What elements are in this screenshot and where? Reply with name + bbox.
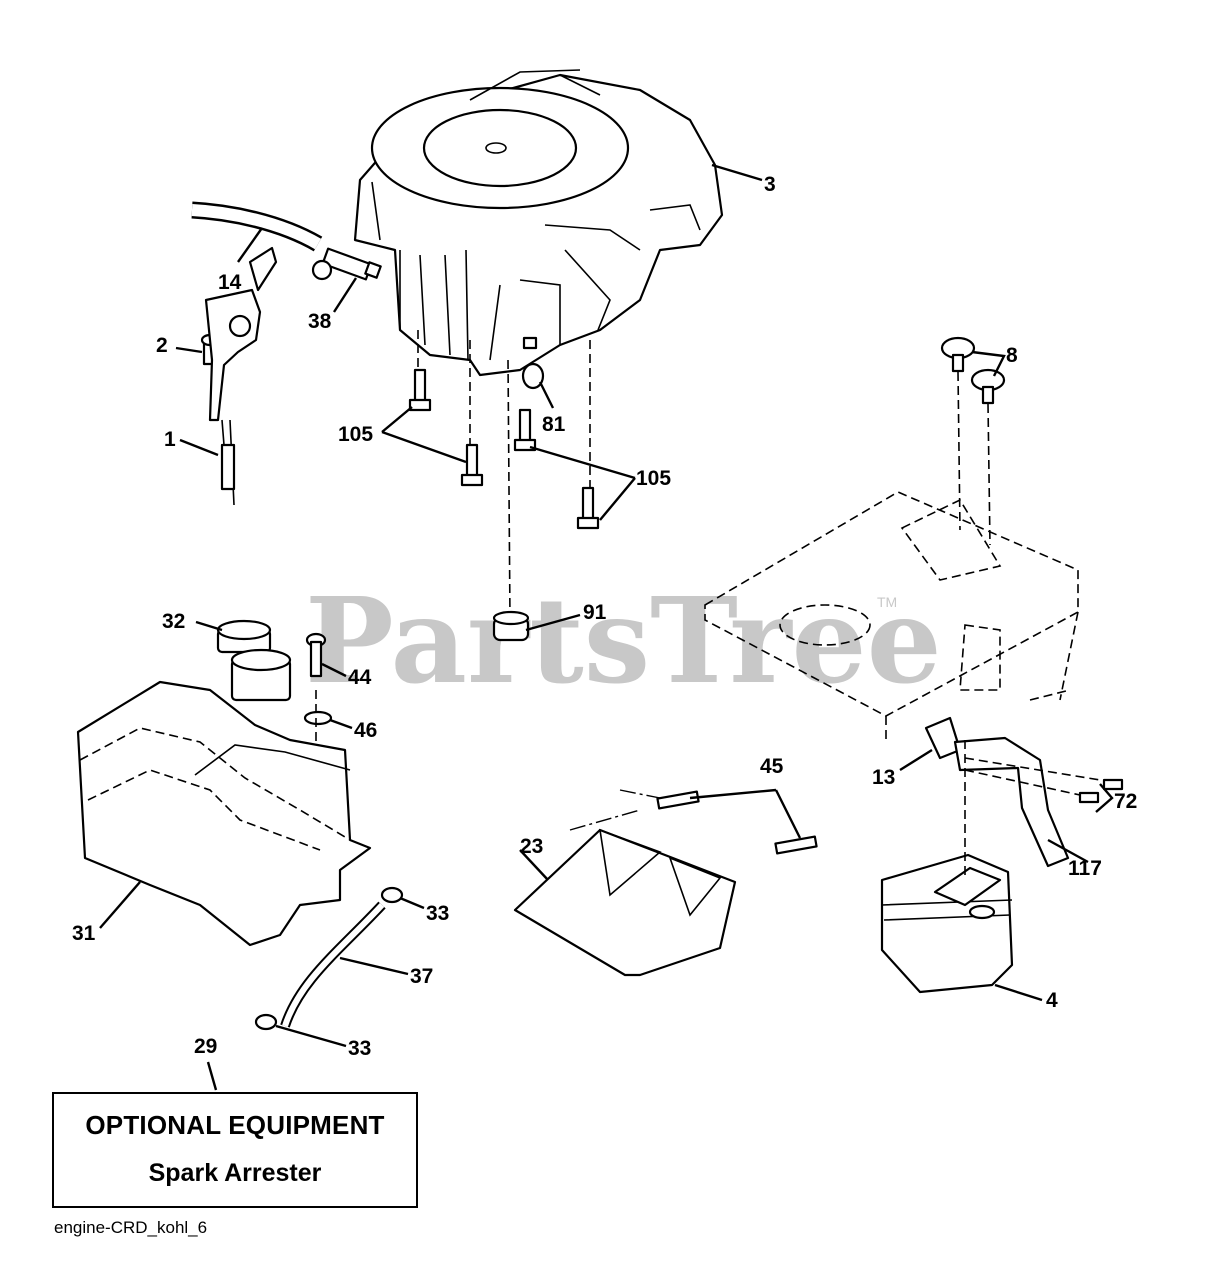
bushing bbox=[492, 610, 530, 642]
exhaust-pipe bbox=[924, 716, 1124, 868]
leader-117 bbox=[1047, 838, 1089, 864]
callout-32: 32 bbox=[162, 610, 185, 633]
leader-3 bbox=[711, 163, 763, 182]
callout-38: 38 bbox=[308, 310, 332, 333]
throttle-control bbox=[200, 246, 278, 506]
leader-4 bbox=[994, 983, 1043, 1002]
leader-33b bbox=[275, 1024, 347, 1048]
leader-29 bbox=[206, 1061, 218, 1091]
leader-13 bbox=[899, 748, 933, 772]
callout-2: 2 bbox=[156, 334, 168, 357]
callout-72: 72 bbox=[1114, 790, 1137, 813]
leader-23 bbox=[519, 849, 549, 881]
heat-shield bbox=[513, 790, 818, 977]
leader-105b bbox=[529, 445, 636, 521]
callout-8: 8 bbox=[1006, 344, 1018, 367]
muffler bbox=[880, 853, 1014, 994]
leader-38 bbox=[332, 277, 358, 313]
mount-bolts bbox=[940, 336, 1006, 405]
leader-81 bbox=[538, 381, 555, 409]
callout-46: 46 bbox=[354, 719, 377, 742]
callout-33b: 33 bbox=[348, 1037, 371, 1060]
callout-31: 31 bbox=[72, 922, 96, 945]
callout-117: 117 bbox=[1068, 857, 1102, 880]
watermark-text: PartsTree bbox=[305, 571, 942, 710]
tank-screw bbox=[303, 632, 333, 726]
fuel-cap bbox=[216, 619, 272, 654]
frame bbox=[704, 491, 1079, 740]
hose-clamps bbox=[254, 886, 404, 1031]
callout-105b: 105 bbox=[636, 467, 671, 490]
callout-23: 23 bbox=[520, 835, 543, 858]
engine bbox=[353, 69, 724, 377]
leader-1 bbox=[179, 438, 219, 457]
leader-8 bbox=[971, 350, 1006, 377]
callout-44: 44 bbox=[348, 666, 372, 689]
callout-13: 13 bbox=[872, 766, 895, 789]
callout-29: 29 bbox=[194, 1035, 217, 1058]
leader-45 bbox=[689, 788, 802, 839]
leader-72 bbox=[1095, 783, 1114, 813]
callout-105a: 105 bbox=[338, 423, 373, 446]
fuel-tank bbox=[76, 648, 372, 947]
optional-equipment-box: OPTIONAL EQUIPMENT Spark Arrester bbox=[52, 1092, 418, 1208]
callout-4: 4 bbox=[1046, 989, 1058, 1012]
leader-32 bbox=[195, 620, 223, 632]
callout-3: 3 bbox=[764, 173, 776, 196]
leader-105a bbox=[381, 406, 467, 464]
leader-44 bbox=[321, 662, 347, 678]
leader-46 bbox=[329, 718, 353, 730]
leader-37 bbox=[339, 956, 409, 976]
callout-1: 1 bbox=[164, 428, 176, 451]
callout-81: 81 bbox=[542, 413, 566, 436]
callout-14: 14 bbox=[218, 271, 242, 294]
callout-45: 45 bbox=[760, 755, 784, 778]
leader-33a bbox=[399, 896, 425, 910]
callout-91: 91 bbox=[583, 601, 607, 624]
leader-91 bbox=[525, 613, 581, 632]
optional-equipment-title: OPTIONAL EQUIPMENT bbox=[85, 1110, 385, 1140]
leader-2 bbox=[175, 346, 203, 354]
diagram-id: engine-CRD_kohl_6 bbox=[54, 1218, 208, 1237]
optional-equipment-subtitle: Spark Arrester bbox=[148, 1159, 322, 1187]
leader-31 bbox=[99, 881, 141, 929]
fuel-fitting bbox=[311, 247, 382, 281]
leader-14 bbox=[237, 227, 263, 263]
callout-37: 37 bbox=[410, 965, 433, 988]
watermark-trademark: TM bbox=[877, 594, 897, 610]
engine-bolts bbox=[408, 362, 600, 530]
callout-33a: 33 bbox=[426, 902, 449, 925]
